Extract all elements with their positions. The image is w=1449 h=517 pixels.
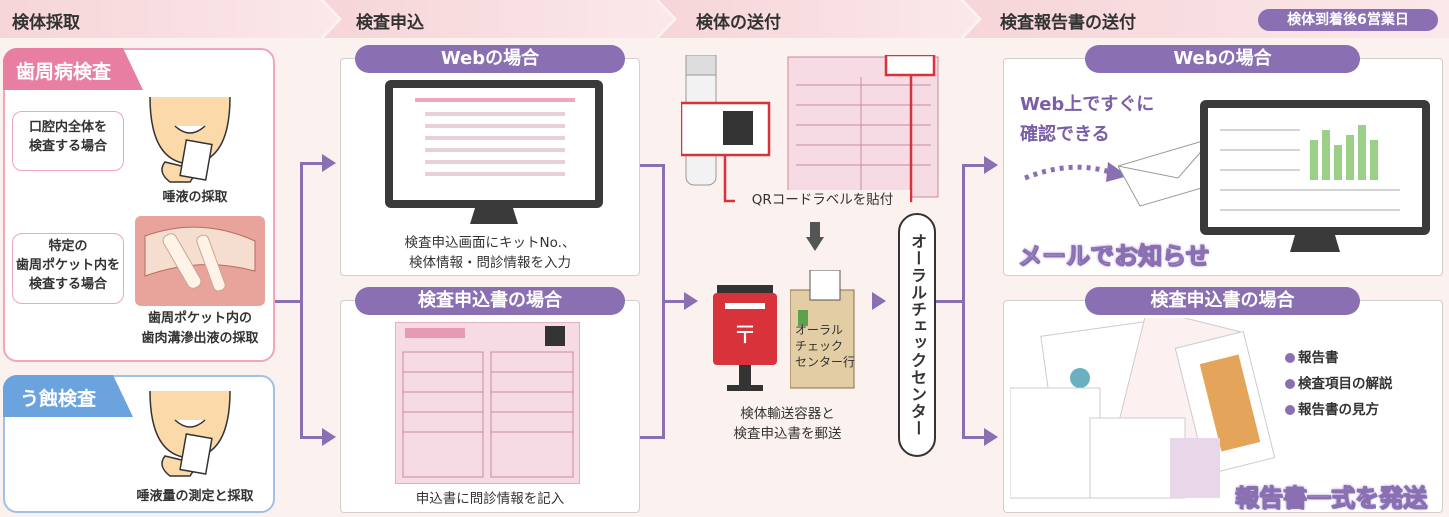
connector <box>300 162 322 165</box>
step-sampling: 検体採取 <box>12 13 80 33</box>
send-all-notice: 報告書一式を発送 <box>1235 484 1428 513</box>
application-form-illustration <box>395 322 580 484</box>
report-set-illustration <box>1010 318 1275 499</box>
connector <box>640 164 664 167</box>
arrow-head <box>984 428 998 446</box>
gum-photo <box>135 216 265 306</box>
arrow-head <box>684 292 698 310</box>
arrow-head <box>322 428 336 446</box>
turnaround-badge: 検体到着後6営業日 <box>1258 9 1438 31</box>
report-item: 報告書の見方 <box>1285 397 1393 423</box>
down-arrow-head <box>806 237 824 251</box>
caries-face-illustration <box>149 390 231 477</box>
monitor-illustration <box>385 80 603 224</box>
svg-text:〒: 〒 <box>733 321 757 349</box>
connector <box>662 300 684 303</box>
connector <box>300 436 322 439</box>
saliva-face-illustration <box>149 96 231 183</box>
arrow-head <box>872 292 886 310</box>
saliva-collect-caption: 唾液の採取 <box>162 190 228 205</box>
report-item: 検査項目の解説 <box>1285 371 1393 397</box>
connector <box>275 300 301 303</box>
step-sending: 検体の送付 <box>696 13 781 33</box>
connector <box>962 164 965 439</box>
web-report-note: Web上ですぐに 確認できる <box>1020 94 1155 145</box>
connector <box>962 164 984 167</box>
shipping-bag-icon <box>790 270 855 389</box>
oral-check-center-label: オーラルチェックセンター <box>898 213 936 457</box>
paper-application-title: 検査申込書の場合 <box>355 287 625 315</box>
qr-label-caption: QRコードラベルを貼付 <box>735 190 910 210</box>
pocket-collect-caption: 歯周ポケット内の 歯肉溝滲出液の採取 <box>141 311 259 346</box>
connector <box>300 162 303 438</box>
perio-tab-shape <box>3 48 143 90</box>
mail-notice: メールでお知らせ <box>1018 242 1211 271</box>
caries-tab: う蝕検査 <box>20 388 97 410</box>
arrow-head <box>984 156 998 174</box>
caries-collect-caption: 唾液量の測定と採取 <box>136 489 254 504</box>
bag-address-text: オーラル チェック センター行 <box>795 323 856 369</box>
paper-application-caption: 申込書に問診情報を記入 <box>415 491 565 507</box>
connector <box>936 300 964 303</box>
specimen-tube-and-form <box>681 55 939 203</box>
report-monitor-illustration <box>1200 100 1430 252</box>
caries-tab-shape <box>3 375 133 417</box>
web-application-caption: 検査申込画面にキットNo.、 検体情報・問診情報を入力 <box>404 235 576 271</box>
connector <box>962 436 984 439</box>
perio-tab: 歯周病検査 <box>16 61 112 83</box>
step-application: 検査申込 <box>356 13 424 33</box>
postbox-icon: 〒 <box>713 285 777 391</box>
dotted-arrow <box>1024 162 1128 182</box>
mail-caption: 検体輸送容器と 検査申込書を郵送 <box>733 406 842 442</box>
web-application-title: Webの場合 <box>355 45 625 73</box>
report-item: 報告書 <box>1285 345 1393 371</box>
step-report: 検査報告書の送付 <box>1000 13 1136 33</box>
paper-report-title: 検査申込書の場合 <box>1085 287 1360 315</box>
report-items-list: 報告書 検査項目の解説 報告書の見方 <box>1285 345 1393 423</box>
case-whole-bubble: 口腔内全体を 検査する場合 <box>12 111 124 171</box>
connector <box>640 436 664 439</box>
web-report-title: Webの場合 <box>1085 45 1360 73</box>
arrow-head <box>322 154 336 172</box>
down-arrow-shaft <box>810 222 820 238</box>
case-pocket-bubble: 特定の 歯周ポケット内を 検査する場合 <box>12 233 124 304</box>
